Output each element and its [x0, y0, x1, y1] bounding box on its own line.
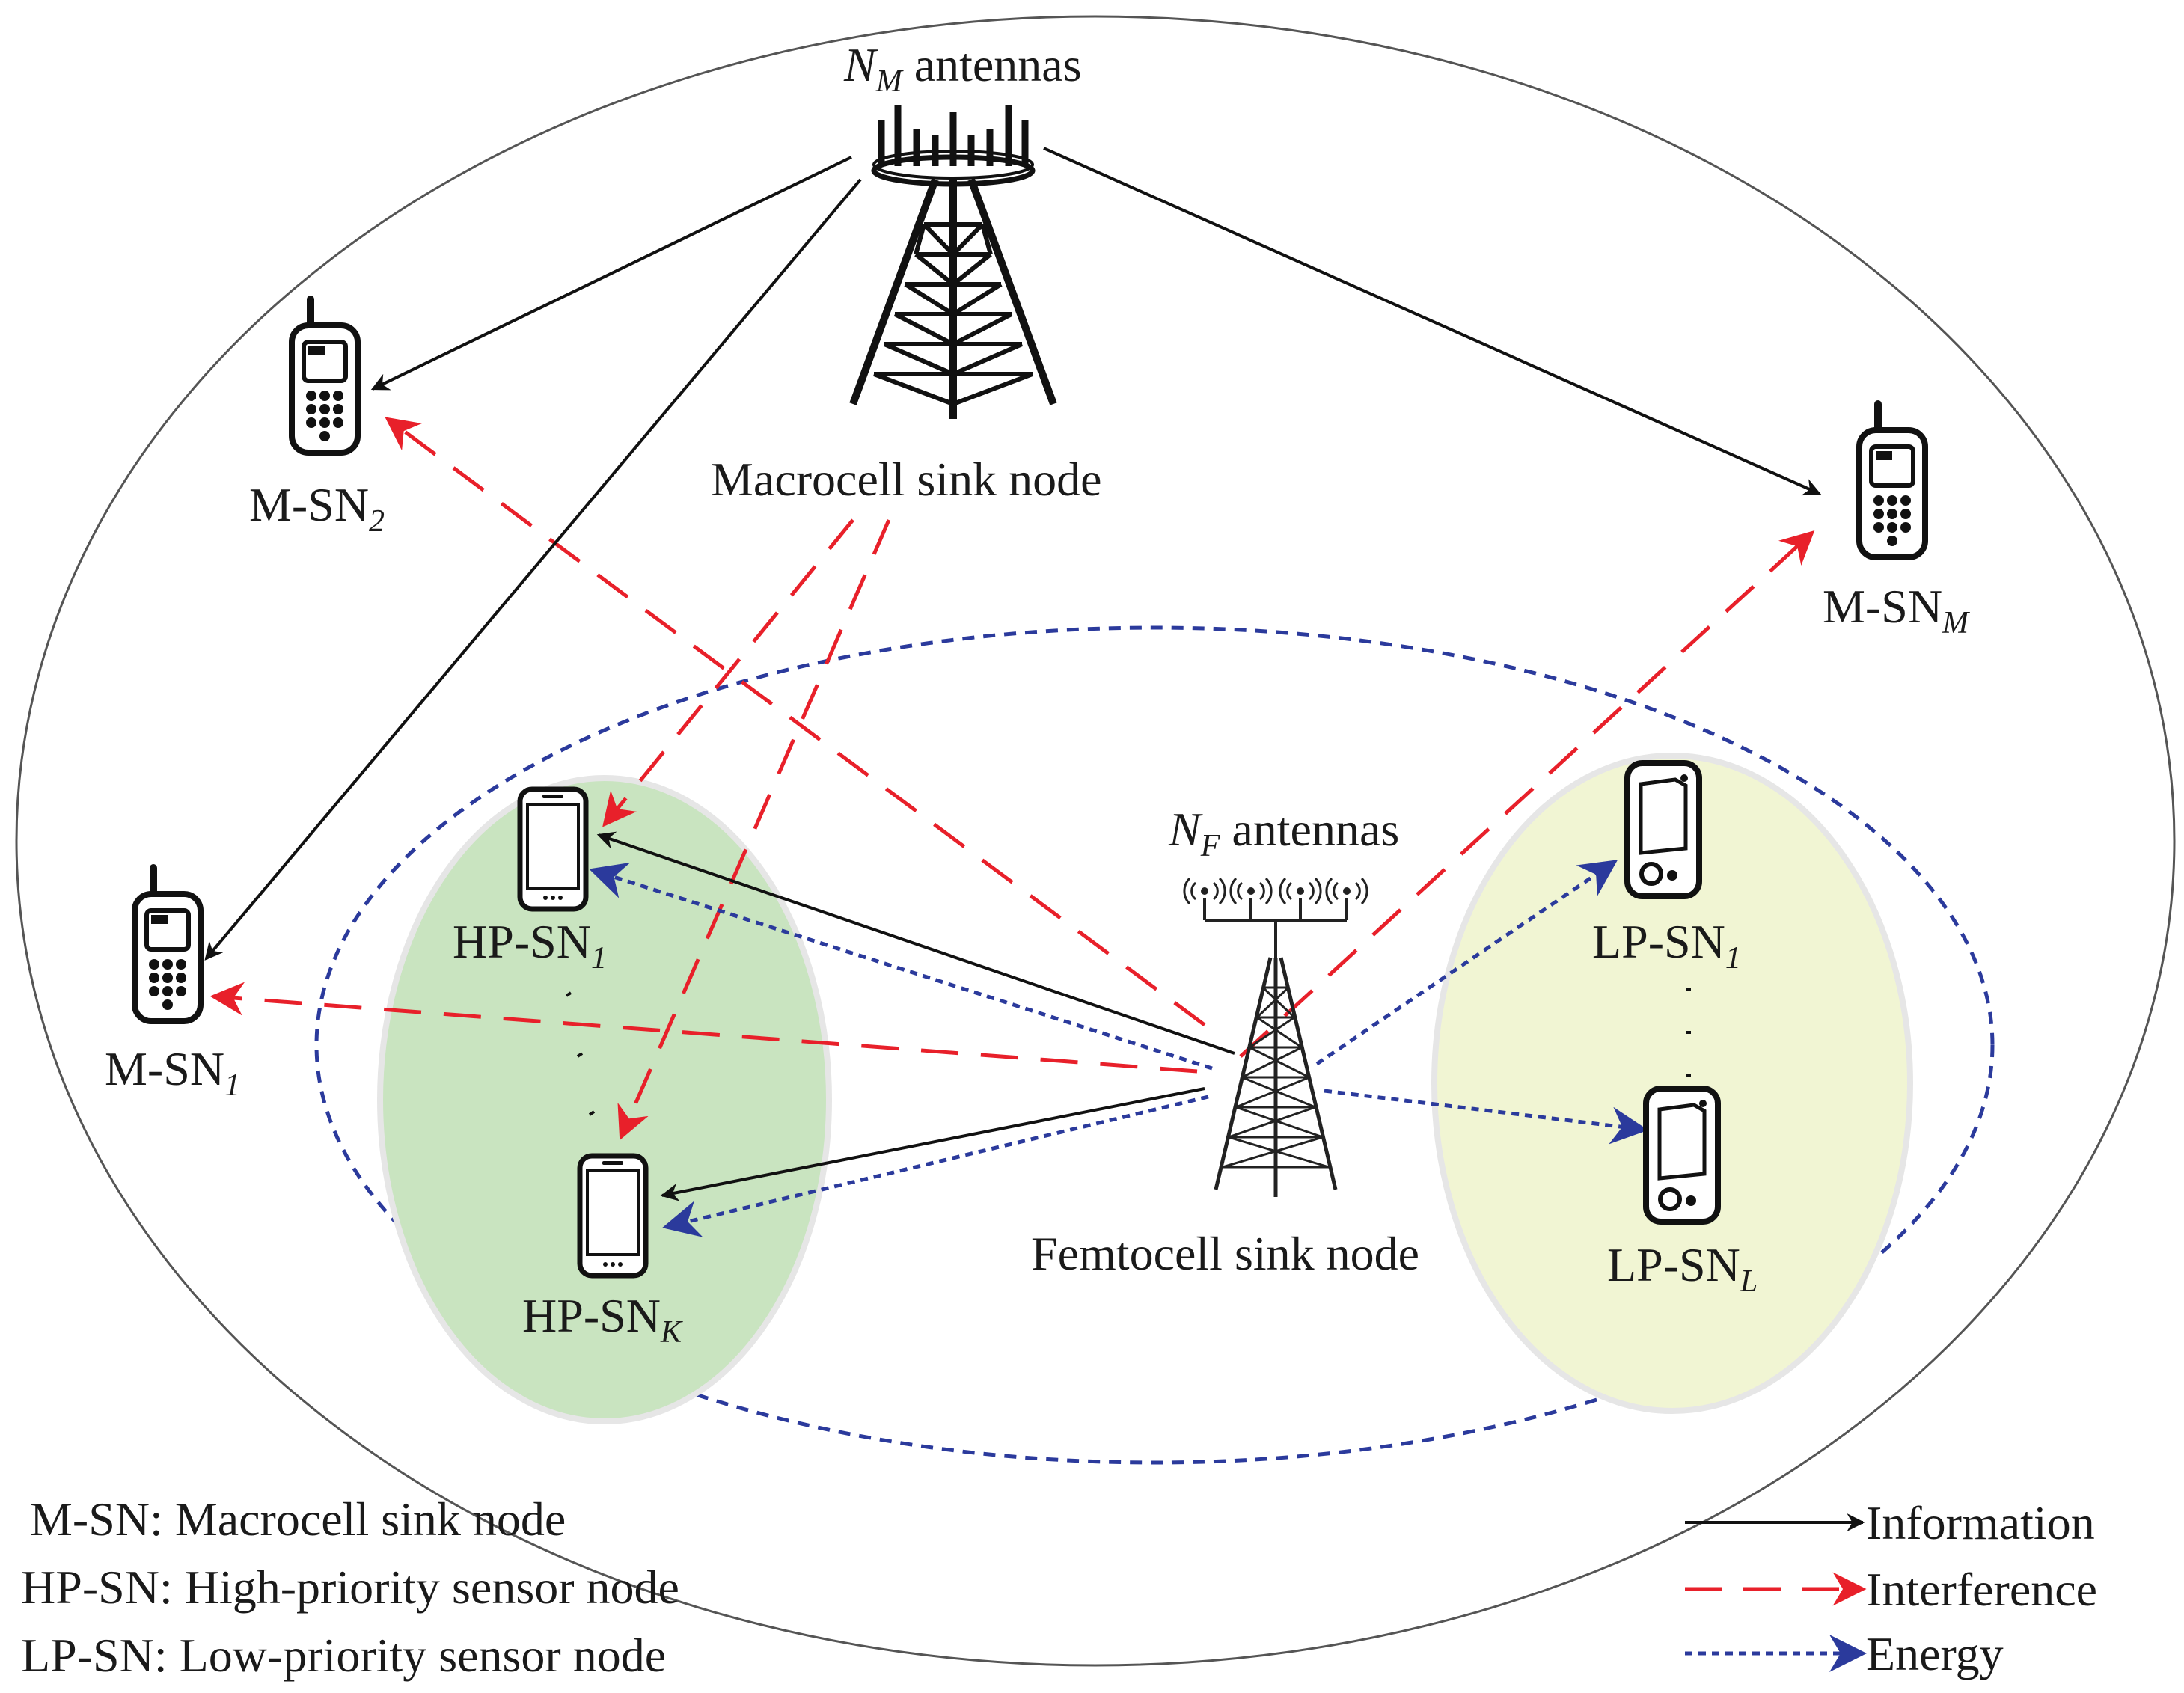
info-macro-to-msnm	[1043, 147, 1822, 496]
hpsn1-label: HP-SN1	[453, 915, 607, 976]
lp-ellipsis-dots	[1686, 988, 1691, 1077]
macrocell-boundary	[15, 15, 2176, 1667]
interference-macro-to-hpsn1	[602, 518, 854, 827]
info-femto-to-hpsnk	[660, 1087, 1205, 1201]
hpsnk-smartphone-icon	[580, 1156, 646, 1276]
lpsnl-pda-icon	[1646, 1089, 1718, 1222]
interference-femto-to-msn2	[385, 417, 1206, 1027]
hp-ellipsis-dots	[565, 991, 596, 1116]
energy-femto-to-hpsnk	[662, 1095, 1209, 1237]
legend: Information Interference Energy	[1685, 1496, 2097, 1680]
interference-macro-to-hpsnk	[617, 519, 891, 1141]
hpsnk-label: HP-SNK	[522, 1289, 683, 1350]
msn2-phone-icon	[292, 296, 358, 453]
legend-energy-label: Energy	[1866, 1627, 2004, 1680]
interference-femto-to-msnm	[1239, 530, 1815, 1058]
info-macro-to-msn2	[370, 156, 852, 391]
femto-node-label: Femtocell sink node	[1031, 1227, 1419, 1280]
interference-femto-to-msn1	[209, 982, 1198, 1074]
macrocell-tower-icon	[849, 105, 1057, 419]
femtocell-boundary	[314, 625, 1995, 1465]
lp-cluster-region	[1431, 753, 1913, 1414]
legend-information-label: Information	[1866, 1496, 2095, 1549]
energy-femto-to-lpsn1	[1315, 860, 1618, 1066]
energy-femto-to-hpsn1	[589, 862, 1213, 1071]
legend-interference-label: Interference	[1866, 1563, 2097, 1616]
abbrev-hpsn: HP-SN: High-priority sensor node	[21, 1561, 679, 1614]
msn2-label: M-SN2	[249, 478, 385, 539]
hp-cluster-region	[377, 775, 832, 1424]
abbrev-msn: M-SN: Macrocell sink node	[30, 1493, 566, 1546]
abbrev-lpsn: LP-SN: Low-priority sensor node	[21, 1629, 666, 1682]
lpsn1-label: LP-SN1	[1592, 915, 1741, 976]
msnm-label: M-SNM	[1823, 580, 1970, 640]
hpsn1-smartphone-icon	[520, 789, 586, 909]
lpsnl-label: LP-SNL	[1607, 1238, 1758, 1299]
msn1-label: M-SN1	[105, 1042, 240, 1103]
lpsn1-pda-icon	[1627, 763, 1699, 896]
msn1-phone-icon	[135, 864, 201, 1021]
info-femto-to-hpsn1	[596, 831, 1235, 1055]
macro-node-label: Macrocell sink node	[711, 453, 1102, 506]
info-macro-to-msn1	[204, 178, 862, 961]
msnm-phone-icon	[1859, 400, 1925, 557]
femtocell-tower-icon	[1183, 877, 1368, 1197]
